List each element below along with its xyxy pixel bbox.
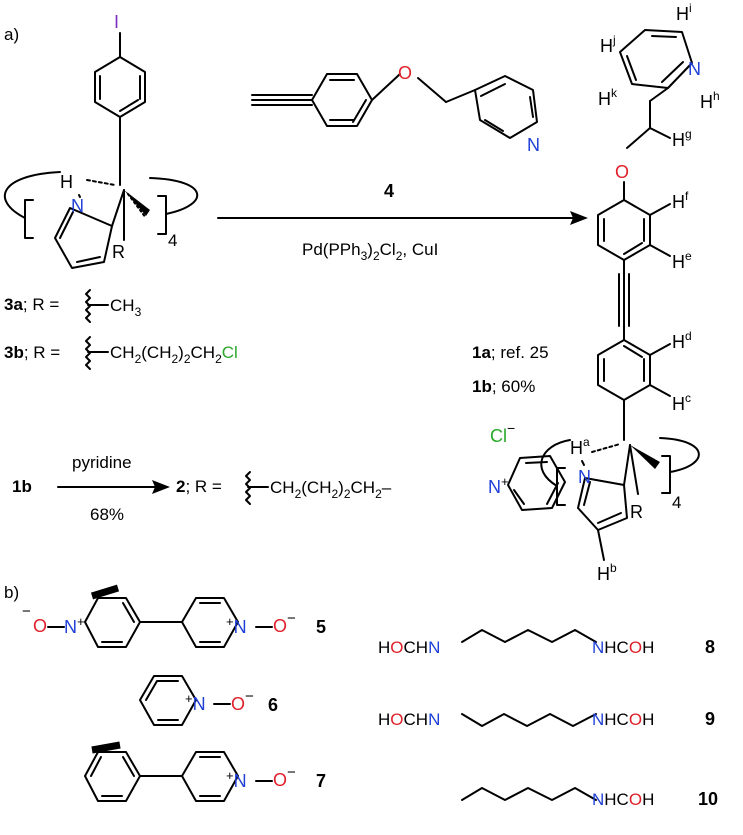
c7-o: O− (273, 764, 296, 790)
pyridinium-ring (507, 455, 566, 511)
substituent-chloroalkyl: CH2(CH2)2CH2Cl (110, 343, 238, 366)
c6-n: +N (185, 691, 206, 714)
atom-oxygen-1: O (615, 162, 629, 182)
c5-o-right: O− (273, 610, 296, 636)
proton-hk: Hk (598, 86, 618, 109)
label-3a: 3a; R = (4, 295, 59, 314)
atom-nitrogen-1: N (688, 59, 701, 79)
c6-o: O− (231, 688, 254, 714)
reaction2-reagent: pyridine (72, 453, 132, 472)
repeat-count-3: 4 (168, 231, 177, 250)
compound-label-9: 9 (705, 709, 715, 729)
compound-10-structure: NHCOH (461, 787, 654, 809)
atom-iodine: I (114, 12, 119, 32)
proton-hi: Hi (676, 1, 692, 24)
reaction-arrow-2 (57, 480, 170, 494)
reaction2-yield: 68% (90, 505, 124, 524)
compound-7-structure: +N O− (84, 741, 296, 802)
c9-left-group: HOCHN (378, 710, 440, 729)
compound-9-structure: HOCHN NHCOH (378, 710, 654, 729)
atom-r-3: R (112, 242, 125, 262)
proton-ha: Ha (570, 435, 590, 458)
panel-label-a: a) (4, 25, 19, 44)
compound-label-7: 7 (316, 771, 326, 791)
reaction2-start: 1b (12, 477, 32, 496)
atom-oxygen-4: O (398, 63, 412, 83)
atom-nh-n-1: N (578, 467, 591, 487)
substituent-methyl: CH3 (110, 296, 142, 319)
c5-o-left-charge: − (22, 603, 31, 620)
panel-label-b: b) (4, 583, 19, 602)
c8-left-group: HOCHN (378, 638, 440, 657)
repeat-count-1: 4 (672, 493, 681, 512)
c8-right-group: NHCOH (592, 638, 654, 657)
chloride-anion: Cl− (490, 420, 515, 446)
proton-he: He (672, 249, 692, 272)
label-1a: 1a; ref. 25 (472, 343, 549, 362)
c5-n-right: +N (226, 614, 247, 637)
product-1-structure: N O N Ha R (540, 29, 701, 561)
proton-hc: Hc (672, 391, 691, 414)
atom-r-1: R (630, 502, 643, 522)
pyridinium-n: N+ (488, 474, 509, 497)
reagent-4-structure: O N (251, 63, 540, 155)
compound-6-structure: +N O− (139, 675, 254, 726)
atom-nitrogen-4: N (527, 135, 540, 155)
c7-n: +N (226, 768, 247, 791)
compound-label-10: 10 (698, 789, 718, 809)
proton-hd: Hd (672, 329, 692, 352)
label-1b: 1b; 60% (472, 377, 535, 396)
compound-8-structure: HOCHN NHCOH (378, 629, 654, 657)
compound-label-6: 6 (268, 695, 278, 715)
c10-right-group: NHCOH (592, 790, 654, 809)
c5-o-left: O (33, 616, 47, 636)
compound-label-8: 8 (705, 637, 715, 657)
reagent-number-4: 4 (384, 181, 394, 201)
label-3b: 3b; R = (4, 343, 60, 362)
compound-5-structure: − O N+ +N O− (22, 584, 296, 648)
substituent-pyridinium: CH2(CH2)2CH2– (270, 478, 392, 501)
atom-nh-n: N (71, 196, 84, 216)
proton-hj: Hj (600, 33, 616, 56)
label-2: 2; R = (176, 477, 222, 496)
c5-n-left: N+ (64, 614, 85, 637)
reaction-arrow-1 (217, 211, 588, 225)
reaction-conditions: Pd(PPh3)2Cl2, CuI (302, 240, 438, 263)
compound-label-5: 5 (316, 617, 326, 637)
c9-right-group: NHCOH (592, 710, 654, 729)
proton-hf: Hf (672, 189, 689, 212)
compound-3-structure: I N H R 4 (4, 12, 198, 269)
proton-hh: Hh (700, 89, 720, 112)
atom-nh-h: H (60, 172, 73, 192)
proton-hb: Hb (597, 561, 617, 584)
proton-hg: Hg (672, 127, 692, 150)
